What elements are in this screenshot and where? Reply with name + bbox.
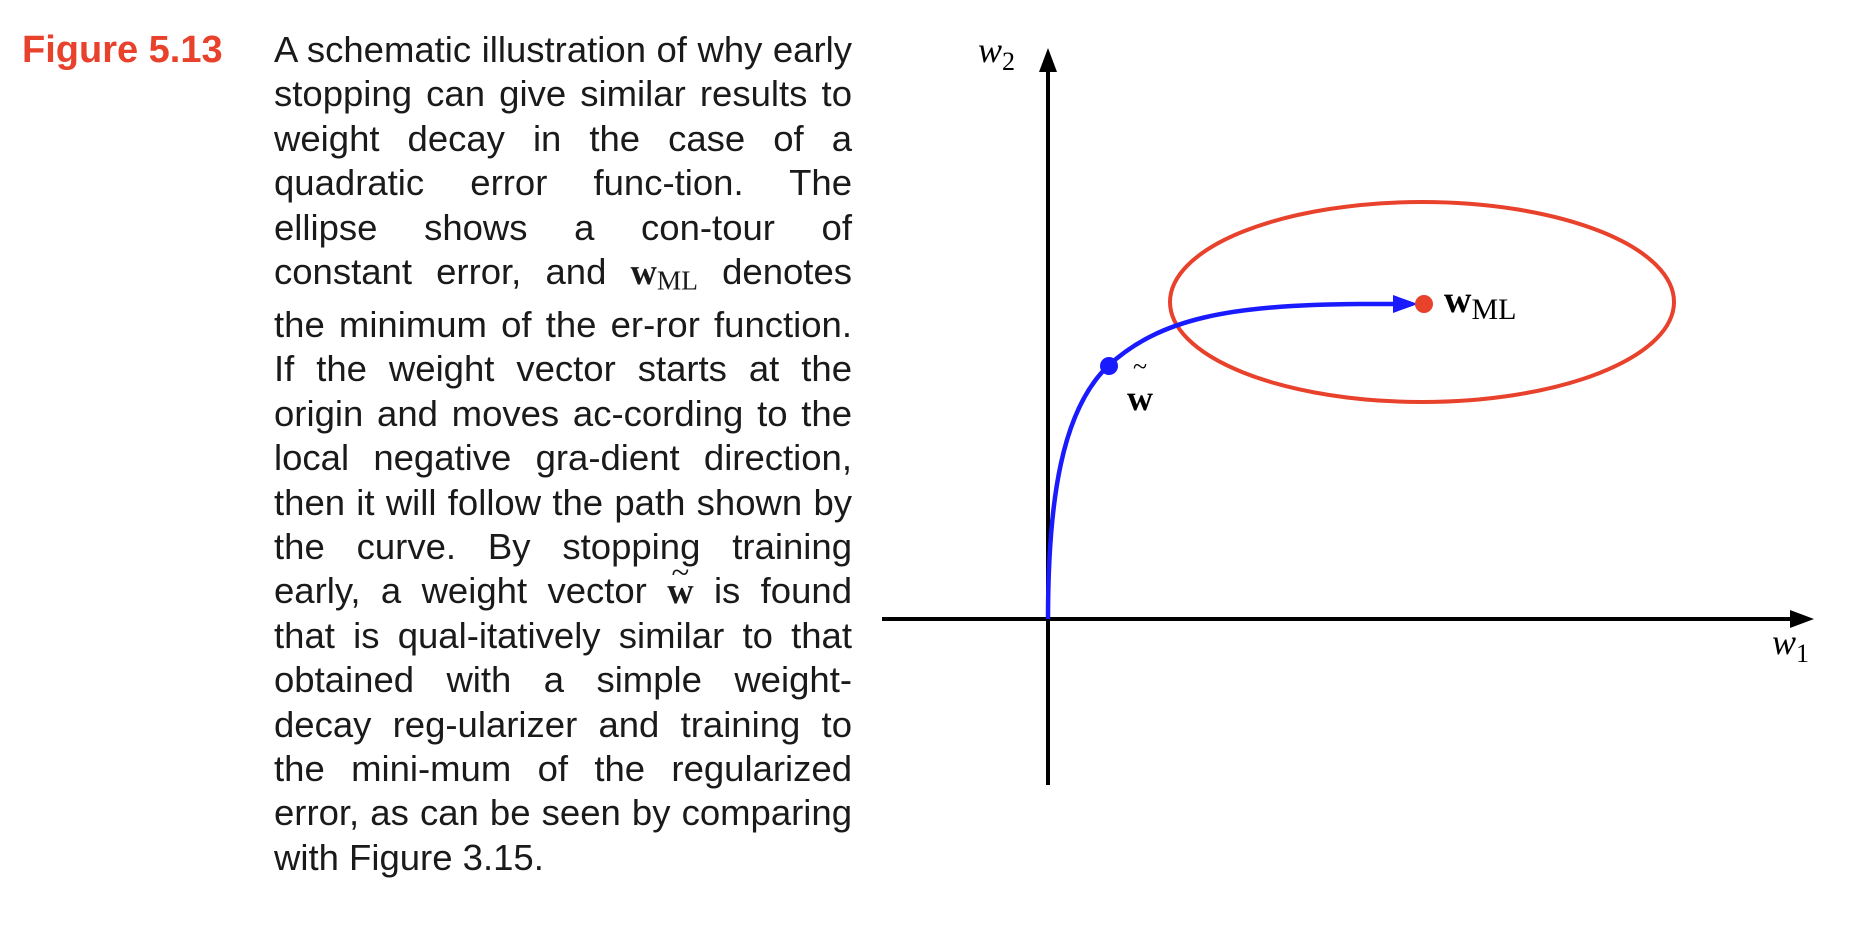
axis-w2-label: w2 (978, 30, 1015, 76)
axis-w2-arrowhead (1039, 48, 1057, 72)
gradient-path (1045, 301, 1395, 620)
w-ml-point (1415, 295, 1433, 313)
figure-label: Figure 5.13 (22, 29, 223, 71)
axis-w1-arrowhead (1790, 610, 1814, 628)
caption-symbol-w-tilde: ~w (667, 555, 694, 612)
svg-text:~: ~ (1133, 352, 1147, 381)
axis-w1-label: w1 (1772, 622, 1809, 668)
gradient-path-arrowhead (1393, 295, 1418, 313)
w-tilde-label: ~ w (1127, 352, 1153, 418)
caption-text-3: is found that is qual-itatively similar … (274, 570, 853, 878)
early-stopping-diagram: w2 w1 ~ w wML (882, 30, 1814, 785)
caption-text-2: denotes the minimum of the er-ror functi… (274, 251, 852, 612)
caption-symbol-w-ml: wML (630, 251, 698, 296)
w-ml-label: wML (1444, 279, 1516, 326)
error-contour-ellipse (1168, 200, 1676, 404)
svg-text:w: w (1127, 378, 1153, 418)
caption-text-1: A schematic illustration of why early st… (274, 29, 852, 293)
w-tilde-point (1100, 357, 1118, 375)
figure-caption: A schematic illustration of why early st… (274, 28, 852, 880)
